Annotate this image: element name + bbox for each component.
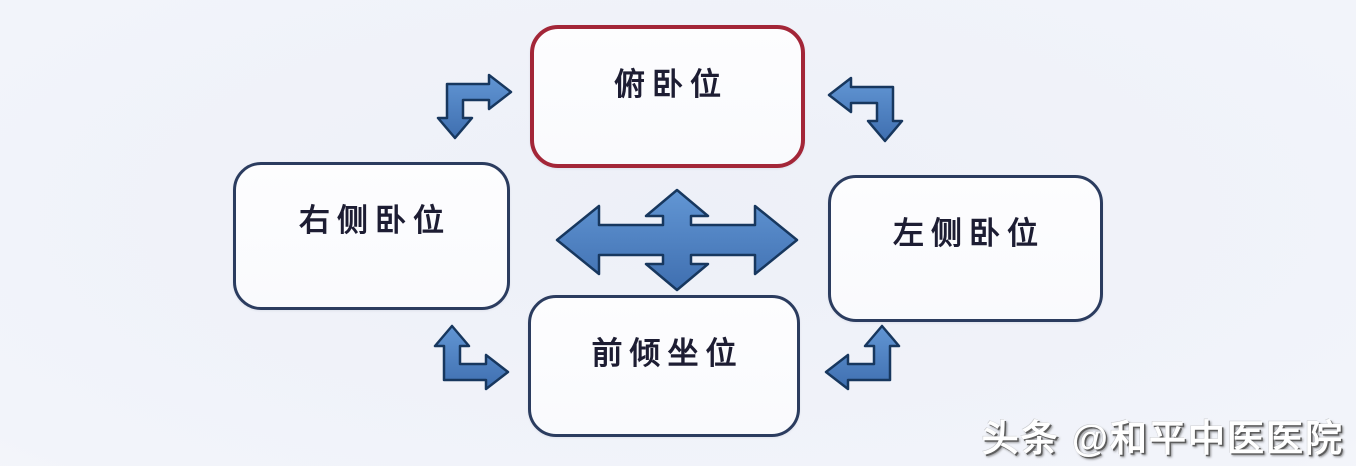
node-label: 俯卧位 xyxy=(614,67,728,102)
toutiao-watermark: 头条 @和平中医医院 xyxy=(981,418,1344,459)
quad-arrow-icon xyxy=(555,188,799,292)
node-prone-position: 俯卧位 xyxy=(530,25,805,168)
node-right-lateral-position: 右侧卧位 xyxy=(233,162,510,310)
node-label: 右侧卧位 xyxy=(299,203,451,238)
node-label: 左侧卧位 xyxy=(893,216,1045,251)
bent-arrow-top-right-icon xyxy=(827,69,907,143)
node-forward-sitting-position: 前倾坐位 xyxy=(528,295,800,437)
bent-arrow-top-left-icon xyxy=(433,66,513,140)
node-left-lateral-position: 左侧卧位 xyxy=(828,175,1103,322)
node-label: 前倾坐位 xyxy=(591,336,744,371)
bent-arrow-bottom-right-icon xyxy=(824,324,904,398)
bent-arrow-bottom-left-icon xyxy=(430,324,510,398)
